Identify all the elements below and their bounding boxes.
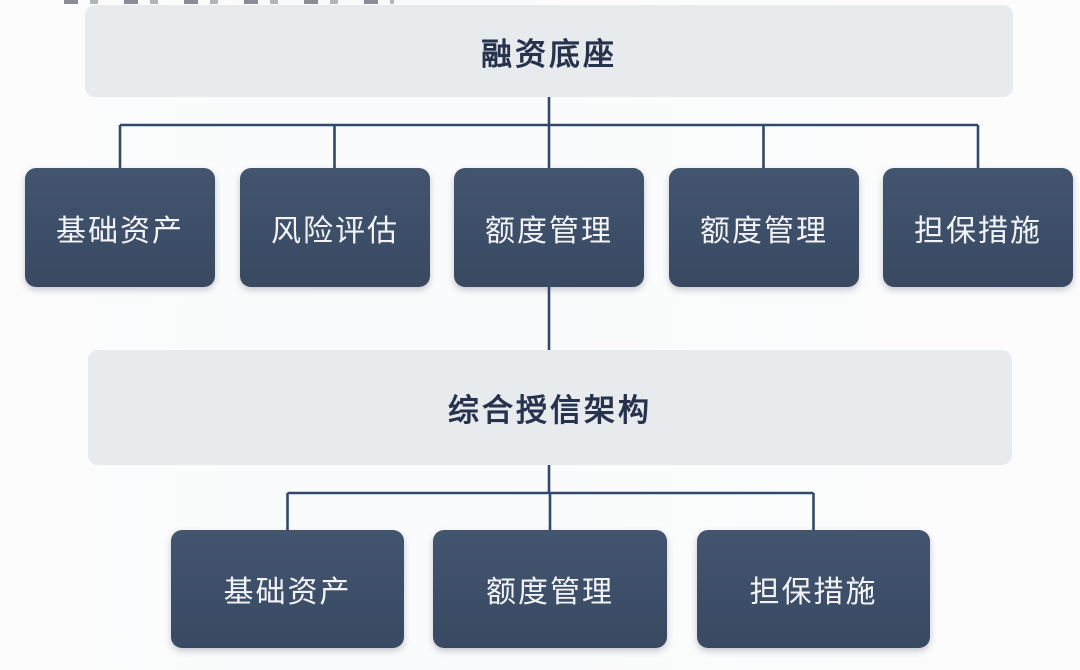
node-label: 担保措施 [749, 576, 878, 609]
node-quota-management-3: 额度管理 [433, 530, 667, 648]
node-risk-assessment: 风险评估 [240, 168, 430, 287]
node-basic-assets-2: 基础资产 [171, 530, 404, 648]
band-financing-base-label: 融资底座 [481, 36, 617, 72]
band-comprehensive-credit-architecture-label: 综合授信架构 [448, 393, 652, 428]
node-label: 额度管理 [700, 214, 828, 248]
connector-top-tree [118, 96, 980, 170]
node-label: 额度管理 [485, 214, 613, 248]
connector-bottom-tree [286, 463, 815, 532]
node-guarantee-measures: 担保措施 [883, 168, 1073, 287]
node-label: 基础资产 [56, 214, 184, 248]
node-basic-assets: 基础资产 [25, 168, 215, 287]
band-financing-base: 融资底座 [85, 5, 1013, 97]
node-guarantee-measures-2: 担保措施 [697, 530, 930, 648]
node-label: 担保措施 [914, 214, 1042, 248]
band-comprehensive-credit-architecture: 综合授信架构 [88, 350, 1012, 465]
node-quota-management-2: 额度管理 [669, 168, 859, 287]
node-quota-management-1: 额度管理 [454, 168, 644, 287]
node-label: 风险评估 [271, 214, 399, 248]
cropped-text-artifact [64, 0, 394, 4]
node-label: 基础资产 [223, 576, 352, 609]
node-label: 额度管理 [486, 576, 614, 609]
